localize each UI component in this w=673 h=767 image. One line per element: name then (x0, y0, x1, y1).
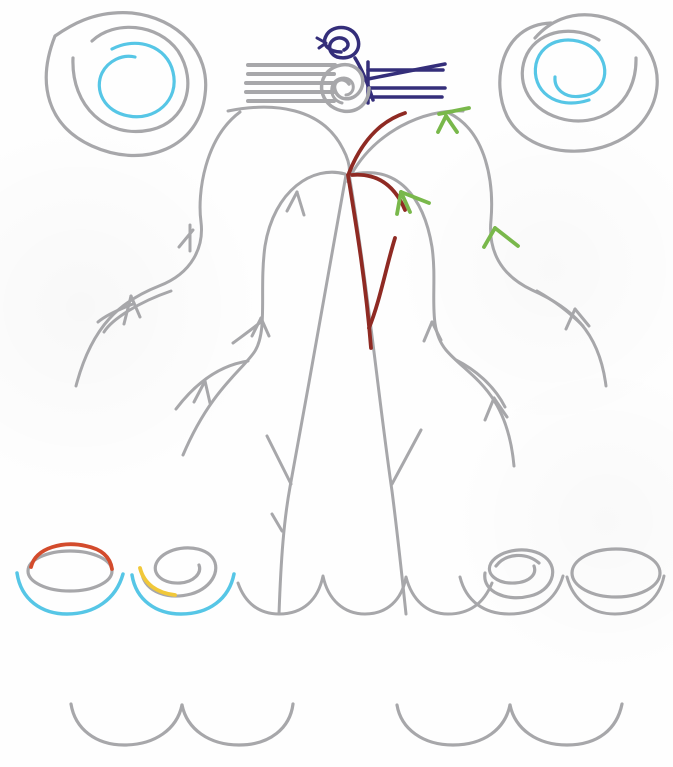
bottom-right-spiral-inner (496, 555, 539, 566)
top-right-spiral (500, 15, 657, 151)
top-right-inner-spiral (535, 40, 604, 103)
bottom-left-arc-1 (71, 704, 182, 745)
right-upper-crown-branch (351, 111, 463, 175)
bottom-right-arc-1 (397, 705, 510, 745)
left-long-stem (279, 175, 346, 614)
right-outer-branch-main (449, 113, 606, 386)
top-left-outer-spiral (46, 13, 205, 156)
bottom-spiral-right (485, 550, 553, 598)
left-inner-branch-arrow-low-2 (205, 381, 210, 403)
top-left-spiral (46, 13, 205, 156)
dark-red-descending-branch (348, 175, 371, 348)
right-inner-branch-arrow-low (485, 398, 494, 420)
top-right-middle-spiral (522, 31, 636, 121)
right-inner-branch-arrow-mid (424, 322, 432, 341)
right-long-stem-short-branch (392, 430, 421, 484)
bottom-right-gray-arc-2 (567, 576, 664, 614)
bottom-main-baseline (238, 576, 492, 614)
bottom-right-oval (572, 549, 660, 597)
green-right-arrow-2 (495, 228, 518, 246)
left-long-stem-short-branch-2 (272, 514, 282, 531)
green-top-arrow-head (438, 116, 446, 132)
dark-red-lower-fork (369, 238, 395, 328)
bottom-left-arc-2 (182, 704, 293, 745)
bottom-right-arc-2 (510, 704, 622, 745)
left-long-stem-short-branch (267, 436, 291, 484)
bottom-arcs (71, 704, 622, 745)
top-left-inner-spiral (99, 43, 174, 116)
navy-head-spiral (325, 28, 359, 58)
bottom-left-oval (28, 551, 112, 591)
central-branch-system (76, 107, 606, 614)
top-bird-motif (246, 28, 445, 112)
left-inner-branch-arrow-top-2 (297, 192, 304, 215)
bottom-scroll-row (17, 544, 664, 614)
